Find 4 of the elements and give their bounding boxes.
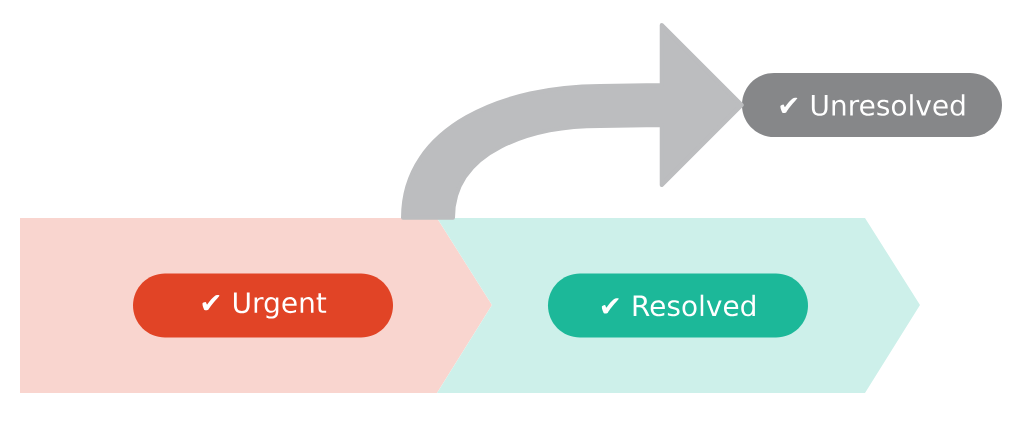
- curved-arrow: [401, 23, 744, 220]
- label-pill: ✔ Unresolved: [742, 73, 1002, 137]
- label-pill: ✔ Resolved: [548, 273, 808, 338]
- label-pill: ✔ Urgent: [133, 273, 393, 338]
